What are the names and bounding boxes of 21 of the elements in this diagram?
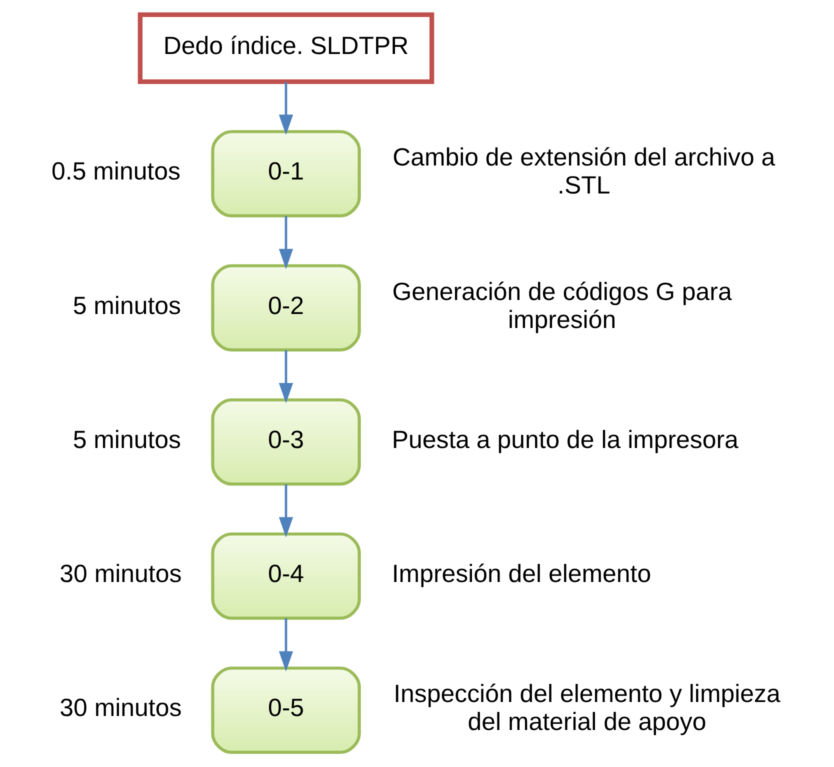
arrow: [278, 216, 294, 270]
node-box: 0-4: [211, 532, 361, 620]
node-label: 30 minutos: [60, 560, 182, 588]
arrow: [278, 82, 294, 135]
node-label: Generación de códigos G para impresión: [392, 278, 732, 334]
node-label: Puesta a punto de la impresora: [392, 426, 738, 454]
node-label: Inspección del elemento y limpieza del material de apoyo: [394, 680, 780, 736]
node-box: 0-3: [211, 398, 361, 486]
arrow: [278, 484, 294, 538]
node-box: 0-2: [211, 264, 361, 352]
arrow: [278, 618, 294, 672]
node-label: Cambio de extensión del archivo a .STL: [392, 144, 776, 200]
node-label: 5 minutos: [72, 292, 181, 320]
node-box: 0-1: [211, 130, 361, 218]
node-label: Impresión del elemento: [392, 560, 652, 588]
node-label: 0.5 minutos: [52, 158, 180, 186]
node-box: Dedo índice. SLDTPR: [138, 12, 434, 84]
arrow: [278, 350, 294, 404]
node-label: 5 minutos: [72, 426, 181, 454]
node-box: 0-5: [211, 666, 361, 754]
node-label: 30 minutos: [60, 694, 182, 722]
